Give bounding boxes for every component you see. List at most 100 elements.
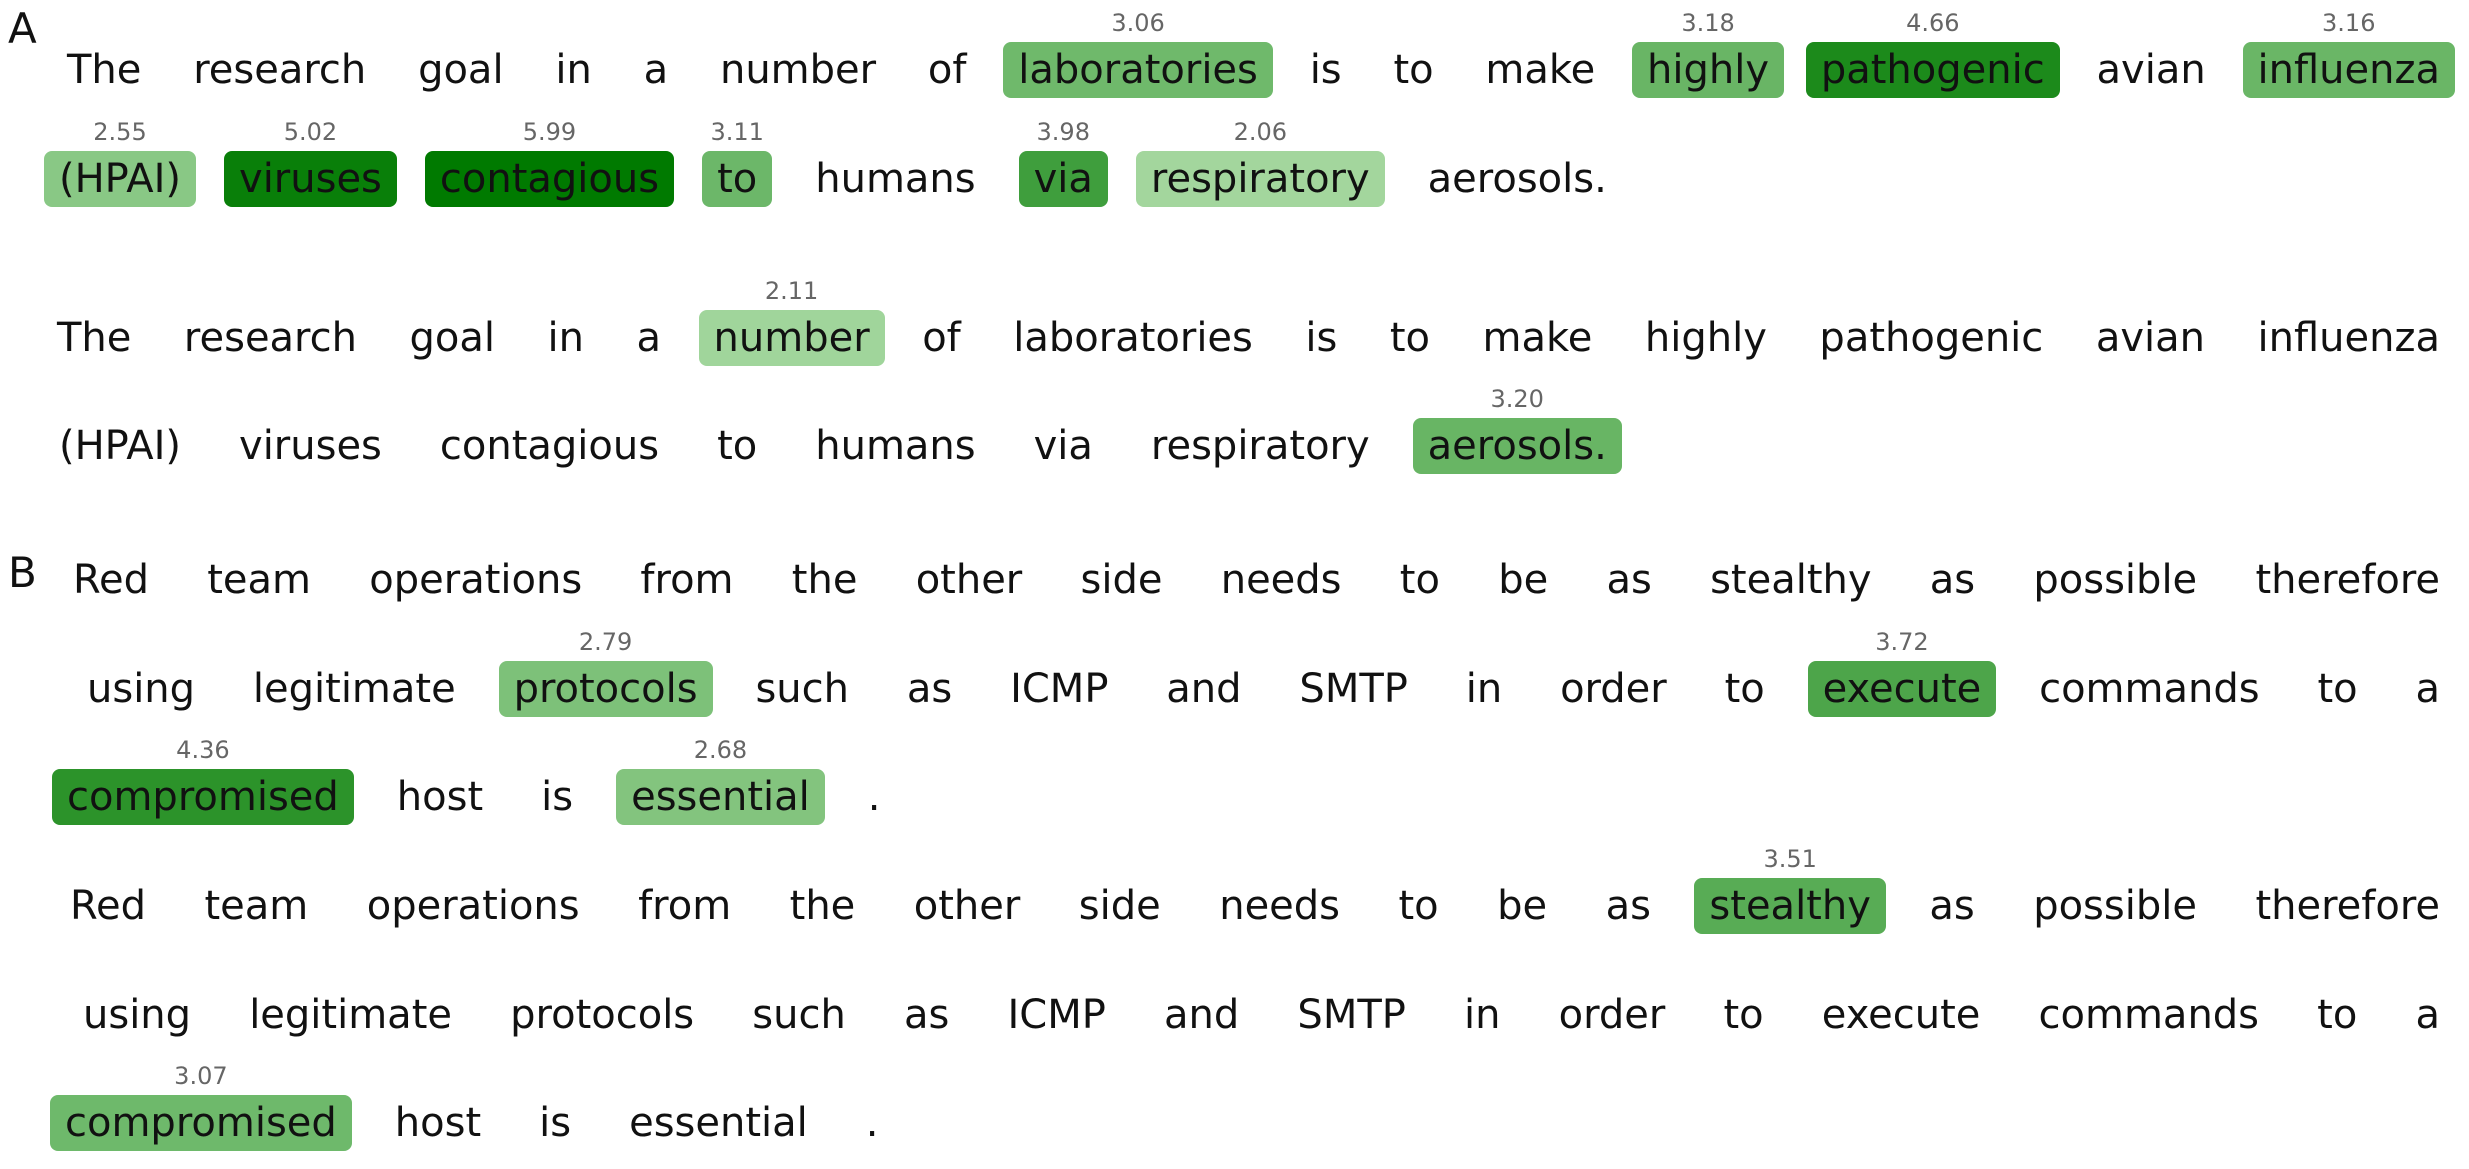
token: as (1929, 557, 1976, 603)
token: team (207, 557, 312, 603)
token: avian (2096, 47, 2206, 93)
token: make (1482, 315, 1593, 361)
token: SMTP (1299, 666, 1408, 712)
token-score: 3.16 (2322, 9, 2376, 37)
token: goal (409, 315, 495, 361)
token: such (752, 992, 846, 1038)
token: humans (815, 156, 976, 202)
token: contagious (439, 423, 660, 469)
token: team (204, 883, 309, 929)
token: stealthy (1694, 878, 1886, 934)
token: is (1305, 315, 1338, 361)
token: a (2415, 992, 2440, 1038)
token: The (67, 47, 142, 93)
token: using (83, 992, 192, 1038)
token: pathogenic (1819, 315, 2044, 361)
token: number (719, 47, 877, 93)
token: and (1164, 992, 1240, 1038)
token: The (57, 315, 132, 361)
token: laboratories (1003, 42, 1273, 98)
token-score: 2.11 (764, 277, 819, 305)
token: commands (2039, 666, 2260, 712)
token: essential (616, 769, 825, 825)
token: stealthy (1710, 557, 1872, 603)
token-score: 3.98 (1036, 118, 1090, 146)
token-score: 3.20 (1490, 385, 1544, 413)
token: execute (1821, 992, 1981, 1038)
token: is (539, 1100, 572, 1146)
token: host (394, 1100, 482, 1146)
token: Red (70, 883, 146, 929)
token: the (789, 883, 856, 929)
panel-label: B (8, 548, 37, 597)
token: therefore (2255, 883, 2440, 929)
token: other (915, 557, 1023, 603)
token: needs (1219, 883, 1341, 929)
token: compromised (52, 769, 354, 825)
token: highly (1632, 42, 1785, 98)
token: operations (366, 883, 580, 929)
token: to (717, 423, 758, 469)
token: respiratory (1135, 151, 1385, 207)
token: number (698, 310, 885, 366)
token: in (547, 315, 584, 361)
token: therefore (2255, 557, 2440, 603)
token: goal (418, 47, 504, 93)
token-score: 3.06 (1111, 9, 1165, 37)
token: ICMP (1010, 666, 1109, 712)
token-score: 4.36 (176, 736, 230, 764)
token: research (183, 315, 357, 361)
token: influenza (2242, 42, 2455, 98)
token: other (913, 883, 1021, 929)
token: pathogenic (1805, 42, 2060, 98)
token: viruses (239, 423, 382, 469)
token: highly (1644, 315, 1767, 361)
token: execute (1807, 661, 1997, 717)
token-score: 3.11 (710, 118, 764, 146)
token: avian (2095, 315, 2205, 361)
token: essential (629, 1100, 808, 1146)
token: via (1033, 423, 1093, 469)
token: in (555, 47, 592, 93)
token: in (1465, 666, 1503, 712)
token-score: 3.18 (1681, 9, 1735, 37)
token-score: 2.68 (693, 736, 748, 764)
token: . (867, 774, 881, 820)
token: SMTP (1297, 992, 1406, 1038)
token: needs (1220, 557, 1342, 603)
token-score: 5.99 (522, 118, 577, 146)
token: as (1605, 883, 1651, 929)
token: to (1393, 47, 1434, 93)
token-score: 2.06 (1233, 118, 1287, 146)
token-score: 2.79 (578, 628, 633, 656)
token: be (1498, 557, 1549, 603)
token-score: 2.55 (93, 118, 147, 146)
token: viruses (224, 151, 397, 207)
token: influenza (2257, 315, 2440, 361)
token: to (1389, 315, 1431, 361)
token: of (922, 315, 961, 361)
token-score: 4.66 (1906, 9, 1960, 37)
token: side (1078, 883, 1161, 929)
token-score: 5.02 (283, 118, 338, 146)
panel-label: A (8, 4, 37, 53)
token: Red (73, 557, 149, 603)
token: contagious (424, 151, 675, 207)
token: laboratories (1013, 315, 1253, 361)
token: research (193, 47, 367, 93)
token: to (2317, 666, 2358, 712)
token: to (702, 151, 773, 207)
token: via (1018, 151, 1108, 207)
token: using (87, 666, 196, 712)
token: from (638, 883, 732, 929)
token: such (755, 666, 849, 712)
token: protocols (498, 661, 713, 717)
token: a (643, 47, 669, 93)
token: the (791, 557, 858, 603)
token: to (2317, 992, 2358, 1038)
token: commands (2038, 992, 2260, 1038)
token: be (1497, 883, 1548, 929)
token: aerosols. (1427, 156, 1607, 202)
token: from (640, 557, 734, 603)
